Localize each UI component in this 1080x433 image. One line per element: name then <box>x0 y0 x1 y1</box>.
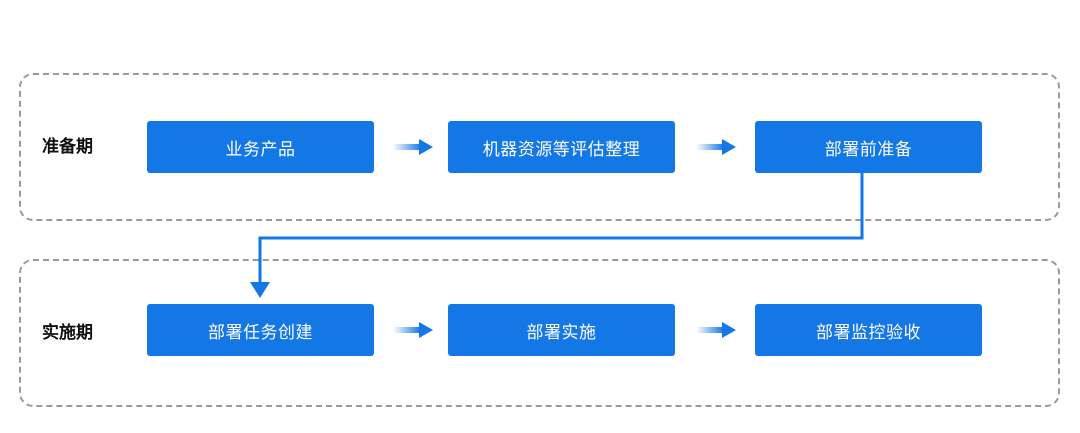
arrow-right-icon <box>696 139 736 155</box>
step-business-product: 业务产品 <box>147 121 374 173</box>
step-deploy-task-create: 部署任务创建 <box>147 304 374 356</box>
phase-impl-label: 实施期 <box>42 323 93 343</box>
phase-prep-label: 准备期 <box>42 137 93 157</box>
arrow-right-icon <box>393 139 433 155</box>
arrow-right-icon <box>393 322 433 338</box>
step-deploy-monitor-accept: 部署监控验收 <box>755 304 982 356</box>
step-deploy-implement: 部署实施 <box>448 304 675 356</box>
step-resource-evaluation: 机器资源等评估整理 <box>448 121 675 173</box>
step-pre-deploy-prep: 部署前准备 <box>755 121 982 173</box>
arrow-right-icon <box>696 322 736 338</box>
